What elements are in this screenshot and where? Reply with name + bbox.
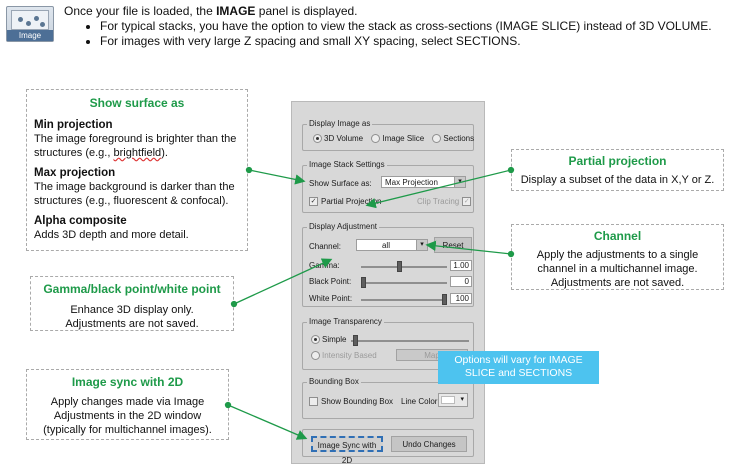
- intro-bullets: For typical stacks, you have the option …: [64, 19, 734, 49]
- clip-tracing-checkbox[interactable]: Clip Tracing✓: [417, 197, 472, 207]
- gamma-value[interactable]: 1.00: [450, 260, 472, 271]
- show-bounding-box-checkbox[interactable]: Show Bounding Box: [309, 397, 393, 407]
- callout-show-surface: Show surface as Min projection The image…: [26, 89, 248, 251]
- callout-item: Min projection The image foreground is b…: [34, 119, 237, 159]
- group-title: Display Image as: [307, 119, 373, 128]
- display-adjustment-group: Display Adjustment Channel: all ▾ Reset …: [302, 222, 474, 307]
- black-point-value[interactable]: 0: [450, 276, 472, 287]
- radio-image-slice[interactable]: Image Slice: [371, 134, 424, 144]
- image-stack-settings-group: Image Stack Settings Show Surface as: Ma…: [302, 160, 474, 213]
- intro-bullet: For typical stacks, you have the option …: [100, 19, 734, 34]
- group-title: Bounding Box: [307, 377, 361, 386]
- bounding-box-group: Bounding Box Show Bounding Box Line Colo…: [302, 377, 474, 419]
- checkbox-checked-icon: ✓: [462, 197, 472, 207]
- image-sync-2d-button[interactable]: Image Sync with 2D: [311, 436, 383, 465]
- image-panel: Display Image as 3D Volume Image Slice S…: [291, 101, 485, 465]
- image-icon-label: Image: [7, 30, 53, 41]
- radio-icon: [311, 351, 320, 361]
- checkbox-checked-icon: ✓: [309, 197, 318, 207]
- white-point-slider[interactable]: [361, 299, 447, 301]
- intro-bullet: For images with very large Z spacing and…: [100, 34, 734, 49]
- display-image-as-group: Display Image as 3D Volume Image Slice S…: [302, 119, 474, 151]
- image-panel-icon[interactable]: Image: [6, 6, 54, 42]
- gamma-label: Gamma:: [309, 261, 340, 270]
- white-point-slider-thumb[interactable]: [442, 294, 447, 305]
- radio-icon: [432, 134, 442, 144]
- white-point-value[interactable]: 100: [450, 293, 472, 304]
- chevron-down-icon: ▾: [416, 240, 427, 250]
- bottom-buttons-group: [302, 429, 474, 457]
- options-vary-tooltip: Options will vary for IMAGE SLICE and SE…: [438, 351, 599, 384]
- callout-title: Show surface as: [89, 96, 185, 110]
- black-point-slider[interactable]: [361, 282, 447, 284]
- checkbox-icon: [309, 397, 318, 407]
- intro-text: Once your file is loaded, the IMAGE pane…: [64, 4, 734, 49]
- radio-selected-icon: [311, 335, 320, 345]
- line-color-label: Line Color:: [401, 397, 440, 406]
- channel-label: Channel:: [309, 242, 342, 251]
- intro-line: Once your file is loaded, the IMAGE pane…: [64, 4, 358, 18]
- radio-selected-icon: [313, 134, 322, 144]
- gamma-slider[interactable]: [361, 266, 447, 268]
- color-swatch: [441, 396, 455, 404]
- callout-channel: Channel Apply the adjustments to a singl…: [511, 224, 724, 290]
- callout-image-sync: Image sync with 2D Apply changes made vi…: [26, 369, 229, 440]
- show-surface-label: Show Surface as:: [309, 179, 372, 188]
- white-point-label: White Point:: [309, 294, 353, 303]
- gamma-slider-thumb[interactable]: [397, 261, 403, 272]
- radio-simple[interactable]: Simple: [311, 335, 346, 345]
- callout-item: Alpha composite Adds 3D depth and more d…: [34, 215, 189, 241]
- chevron-down-icon: ▾: [454, 177, 465, 187]
- transparency-slider[interactable]: [351, 340, 469, 342]
- radio-intensity-based[interactable]: Intensity Based: [311, 351, 377, 361]
- radio-sections[interactable]: Sections: [432, 134, 474, 144]
- show-surface-select[interactable]: Max Projection ▾: [381, 176, 466, 188]
- group-title: Image Stack Settings: [307, 160, 387, 169]
- partial-projection-checkbox[interactable]: ✓Partial Projection: [309, 197, 382, 207]
- black-point-slider-thumb[interactable]: [361, 277, 366, 288]
- radio-3d-volume[interactable]: 3D Volume: [313, 134, 363, 144]
- group-title: Display Adjustment: [307, 222, 380, 231]
- black-point-label: Black Point:: [309, 277, 352, 286]
- line-color-picker[interactable]: ▾: [438, 393, 468, 407]
- image-thumbnail-icon: [11, 10, 49, 30]
- callout-gamma: Gamma/black point/white point Enhance 3D…: [30, 276, 234, 331]
- callout-item: Max projection The image background is d…: [34, 167, 235, 207]
- channel-select[interactable]: all ▾: [356, 239, 428, 251]
- reset-button[interactable]: Reset: [434, 237, 472, 253]
- transparency-slider-thumb[interactable]: [353, 335, 358, 346]
- undo-changes-button[interactable]: Undo Changes: [391, 436, 467, 452]
- group-title: Image Transparency: [307, 317, 384, 326]
- callout-partial-projection: Partial projection Display a subset of t…: [511, 149, 724, 191]
- chevron-down-icon: ▾: [460, 396, 464, 403]
- radio-icon: [371, 134, 381, 144]
